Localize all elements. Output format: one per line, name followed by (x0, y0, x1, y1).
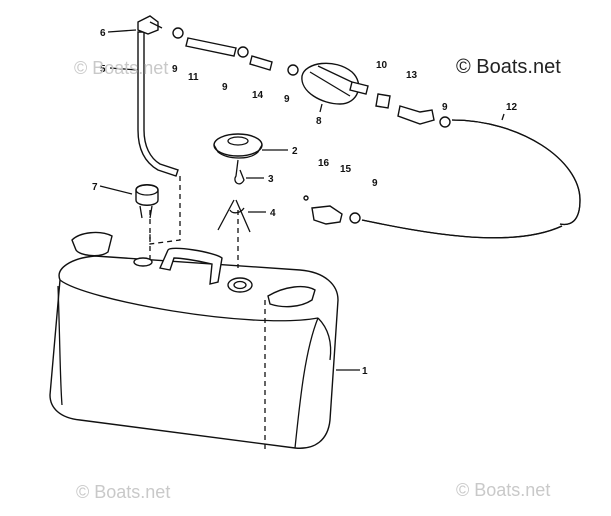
callout-3: 3 (268, 174, 274, 185)
watermark-primary: © Boats.net (456, 56, 561, 78)
clamp-9c (287, 64, 299, 76)
pickup-tube (137, 31, 179, 177)
callout-15: 15 (340, 164, 352, 175)
callout-16: 16 (318, 158, 330, 169)
retainer (217, 199, 251, 233)
leader-lines (99, 29, 505, 371)
pin-16 (303, 195, 309, 201)
clamp-9a (172, 27, 184, 39)
connector-14 (249, 55, 273, 71)
callout-9a: 9 (172, 64, 178, 75)
fitting-13 (397, 105, 435, 125)
clamp-9d (439, 116, 451, 128)
watermark-top-left: © Boats.net (74, 58, 169, 78)
hose-11 (185, 37, 237, 57)
retainer-chain (234, 159, 245, 185)
hose-12 (451, 119, 581, 226)
elbow-fitting (137, 15, 163, 35)
callout-12: 12 (506, 102, 518, 113)
callout-6: 6 (100, 28, 106, 39)
callout-13: 13 (406, 70, 418, 81)
callout-9b: 9 (222, 82, 228, 93)
callout-1: 1 (362, 366, 368, 377)
callout-9d: 9 (442, 102, 448, 113)
fuel-tank (49, 231, 339, 449)
callout-9c: 9 (284, 94, 290, 105)
clamp-9b (237, 46, 249, 58)
watermark-bottom-right: © Boats.net (456, 480, 551, 500)
callout-11: 11 (188, 72, 199, 83)
fuel-gauge (135, 184, 159, 219)
clamp-9e (349, 212, 361, 224)
connector-15 (311, 205, 343, 225)
callout-2: 2 (292, 146, 298, 157)
filler-cap (213, 133, 263, 159)
callout-10: 10 (376, 60, 388, 71)
callout-5: 5 (100, 64, 106, 75)
callout-4: 4 (270, 208, 276, 219)
callout-14: 14 (252, 90, 264, 101)
callout-7: 7 (92, 182, 98, 193)
watermark-bottom-left: © Boats.net (76, 482, 171, 502)
callout-8: 8 (316, 116, 322, 127)
primer-bulb (301, 62, 369, 105)
callout-9e: 9 (372, 178, 378, 189)
connector-10 (375, 93, 391, 109)
callout-labels: 1 2 3 4 5 6 7 8 9 9 9 9 9 10 11 12 13 14… (92, 28, 518, 377)
